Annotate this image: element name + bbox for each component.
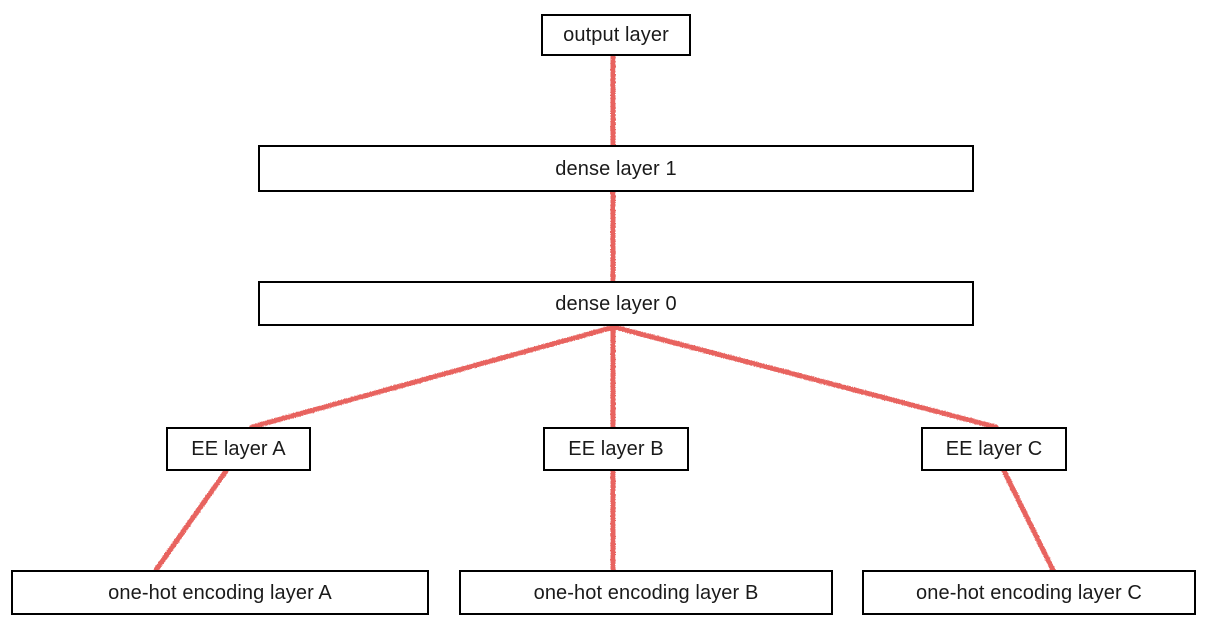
node-label: EE layer B: [568, 438, 664, 460]
node-onehot-encoding-layer-a[interactable]: one-hot encoding layer A: [11, 570, 429, 615]
node-ee-layer-a[interactable]: EE layer A: [166, 427, 311, 471]
node-onehot-encoding-layer-c[interactable]: one-hot encoding layer C: [862, 570, 1196, 615]
node-label: one-hot encoding layer C: [916, 581, 1142, 604]
node-label: dense layer 1: [555, 157, 677, 180]
node-label: one-hot encoding layer B: [533, 581, 759, 604]
node-label: EE layer C: [945, 438, 1043, 460]
node-dense-layer-1[interactable]: dense layer 1: [258, 145, 974, 192]
edge-onehot_layer_c-to-ee_layer_c: [1001, 468, 1056, 573]
edge-ee_layer_c-to-dense_layer_0: [611, 324, 999, 430]
node-onehot-encoding-layer-b[interactable]: one-hot encoding layer B: [459, 570, 833, 615]
node-label: EE layer A: [191, 438, 286, 460]
node-label: output layer: [563, 24, 669, 46]
edge-onehot_layer_a-to-ee_layer_a: [153, 468, 229, 573]
node-output-layer[interactable]: output layer: [541, 14, 691, 56]
node-ee-layer-b[interactable]: EE layer B: [543, 427, 689, 471]
node-dense-layer-0[interactable]: dense layer 0: [258, 281, 974, 326]
node-ee-layer-c[interactable]: EE layer C: [921, 427, 1067, 471]
edge-ee_layer_a-to-dense_layer_0: [249, 324, 617, 430]
node-label: dense layer 0: [555, 292, 677, 315]
node-label: one-hot encoding layer A: [108, 581, 332, 604]
